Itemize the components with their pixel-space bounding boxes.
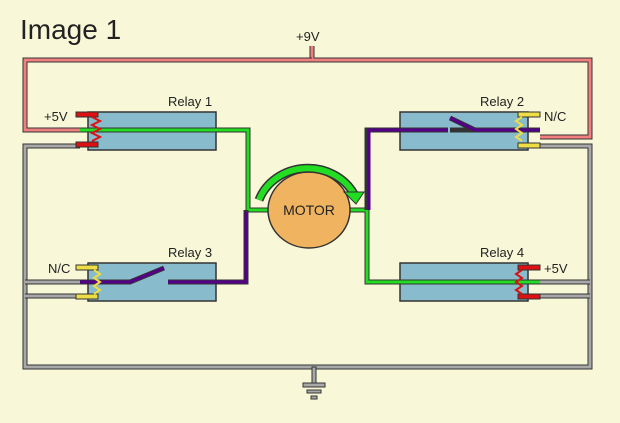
positive-supply-wire <box>22 46 593 140</box>
rotation-arrow-icon <box>254 163 365 205</box>
active-current-path <box>80 127 540 285</box>
diagram-title: Image 1 <box>20 14 122 45</box>
motor: MOTOR <box>267 171 351 249</box>
ground-wire <box>22 143 593 370</box>
relay-4-terminal-label: +5V <box>544 261 568 276</box>
supply-label: +9V <box>296 29 320 44</box>
relay-1-coil <box>75 111 103 148</box>
relay-3-coil <box>75 264 102 300</box>
relay-3-label: Relay 3 <box>168 245 212 260</box>
relay-1-label: Relay 1 <box>168 94 212 109</box>
relay-1-terminal-label: +5V <box>44 109 68 124</box>
relay-4-label: Relay 4 <box>480 245 524 260</box>
relay-4-coil <box>514 264 541 300</box>
relay-2-terminal-label: N/C <box>544 109 566 124</box>
motor-label: MOTOR <box>283 202 335 218</box>
relay-2-coil <box>514 111 541 149</box>
ground-icon <box>302 366 326 400</box>
relay-3-terminal-label: N/C <box>48 261 70 276</box>
relay-2-label: Relay 2 <box>480 94 524 109</box>
